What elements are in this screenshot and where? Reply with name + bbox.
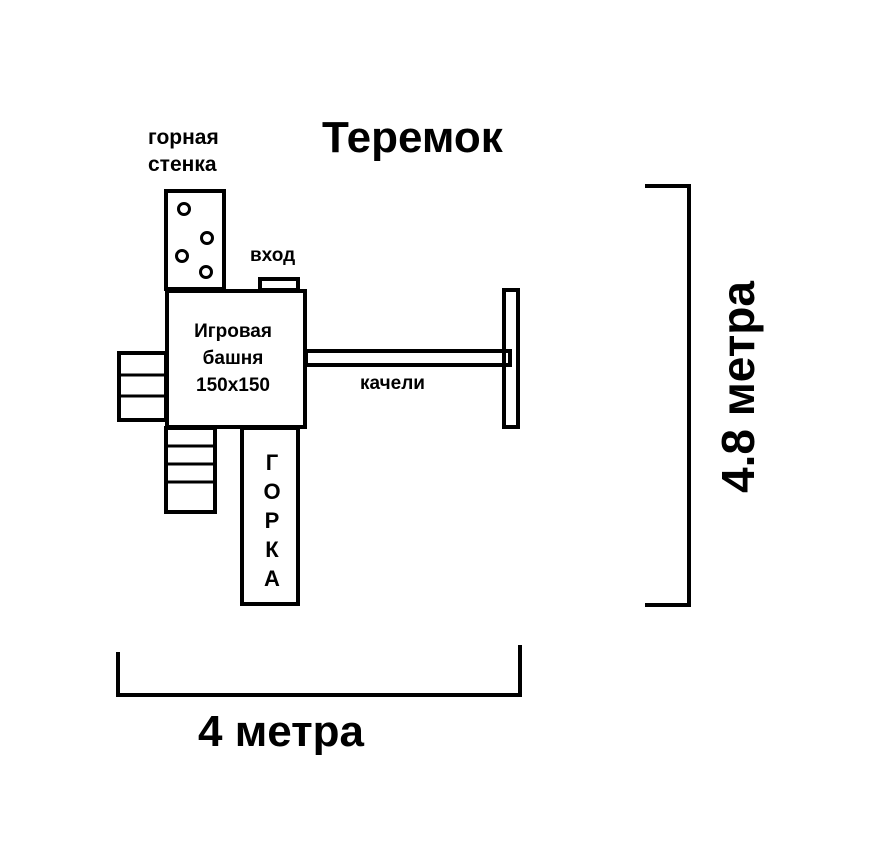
climbing-wall-label-line: стенка: [148, 153, 217, 176]
side-steps: [117, 351, 168, 422]
slide-letter: К: [265, 537, 279, 562]
width-dimension-line: [116, 645, 522, 697]
climbing-wall: [164, 189, 226, 291]
climbing-hold: [177, 202, 191, 216]
swing-beam: [304, 349, 512, 367]
swing-frame: [502, 288, 520, 429]
climbing-hold: [199, 265, 213, 279]
tower-label: Игровая башня 150x150: [168, 318, 298, 399]
tower-label-line: башня: [202, 348, 264, 369]
slide-letter: О: [263, 479, 281, 504]
height-dimension-line: [645, 184, 691, 607]
climbing-wall-label-line: горная: [148, 126, 219, 149]
slide-letter: Р: [264, 508, 280, 533]
slide-letter: А: [264, 566, 280, 591]
swing-label: качели: [360, 373, 425, 394]
climbing-hold: [175, 249, 189, 263]
tower-label-line: Игровая: [194, 321, 272, 342]
climbing-wall-label: горная стенка: [148, 124, 219, 178]
tower-label-line: 150x150: [196, 375, 270, 396]
width-dimension-label: 4 метра: [198, 707, 365, 756]
ladder: [164, 426, 217, 514]
height-dimension-label: 4.8 метра: [712, 281, 764, 493]
slide-label: Г О Р К А: [243, 448, 301, 593]
entrance-label: вход: [250, 245, 296, 266]
slide-letter: Г: [265, 450, 279, 475]
climbing-hold: [200, 231, 214, 245]
slide: [240, 426, 300, 606]
entrance: [258, 277, 300, 292]
diagram-title: Теремок: [322, 113, 503, 162]
